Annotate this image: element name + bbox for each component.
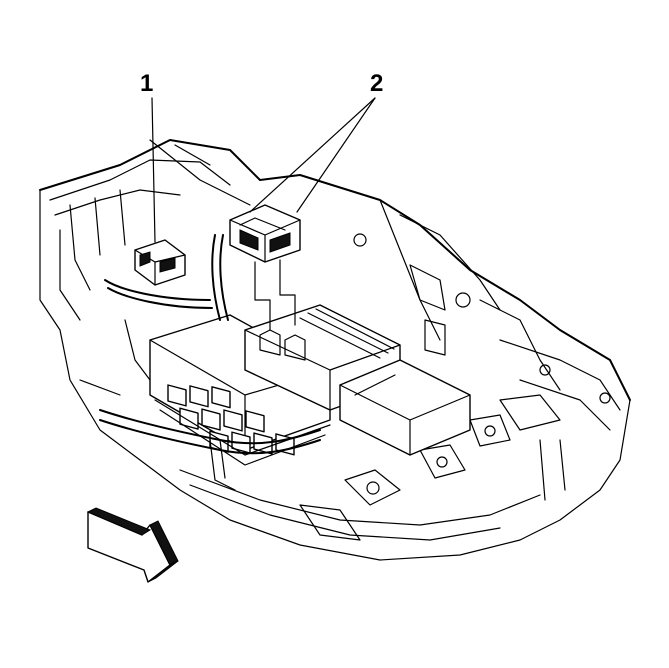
battery-tray bbox=[339, 359, 471, 456]
connector-1 bbox=[134, 239, 186, 286]
vehicle-body-outline bbox=[39, 139, 631, 561]
front-cross-member bbox=[179, 414, 566, 541]
front-direction-arrow-icon bbox=[86, 507, 179, 583]
callout-label-1: 1 bbox=[140, 70, 154, 97]
connector-2 bbox=[229, 204, 301, 331]
callout-label-2: 2 bbox=[370, 70, 384, 97]
wiring-harness bbox=[79, 234, 321, 491]
callout-leaders bbox=[151, 97, 376, 243]
